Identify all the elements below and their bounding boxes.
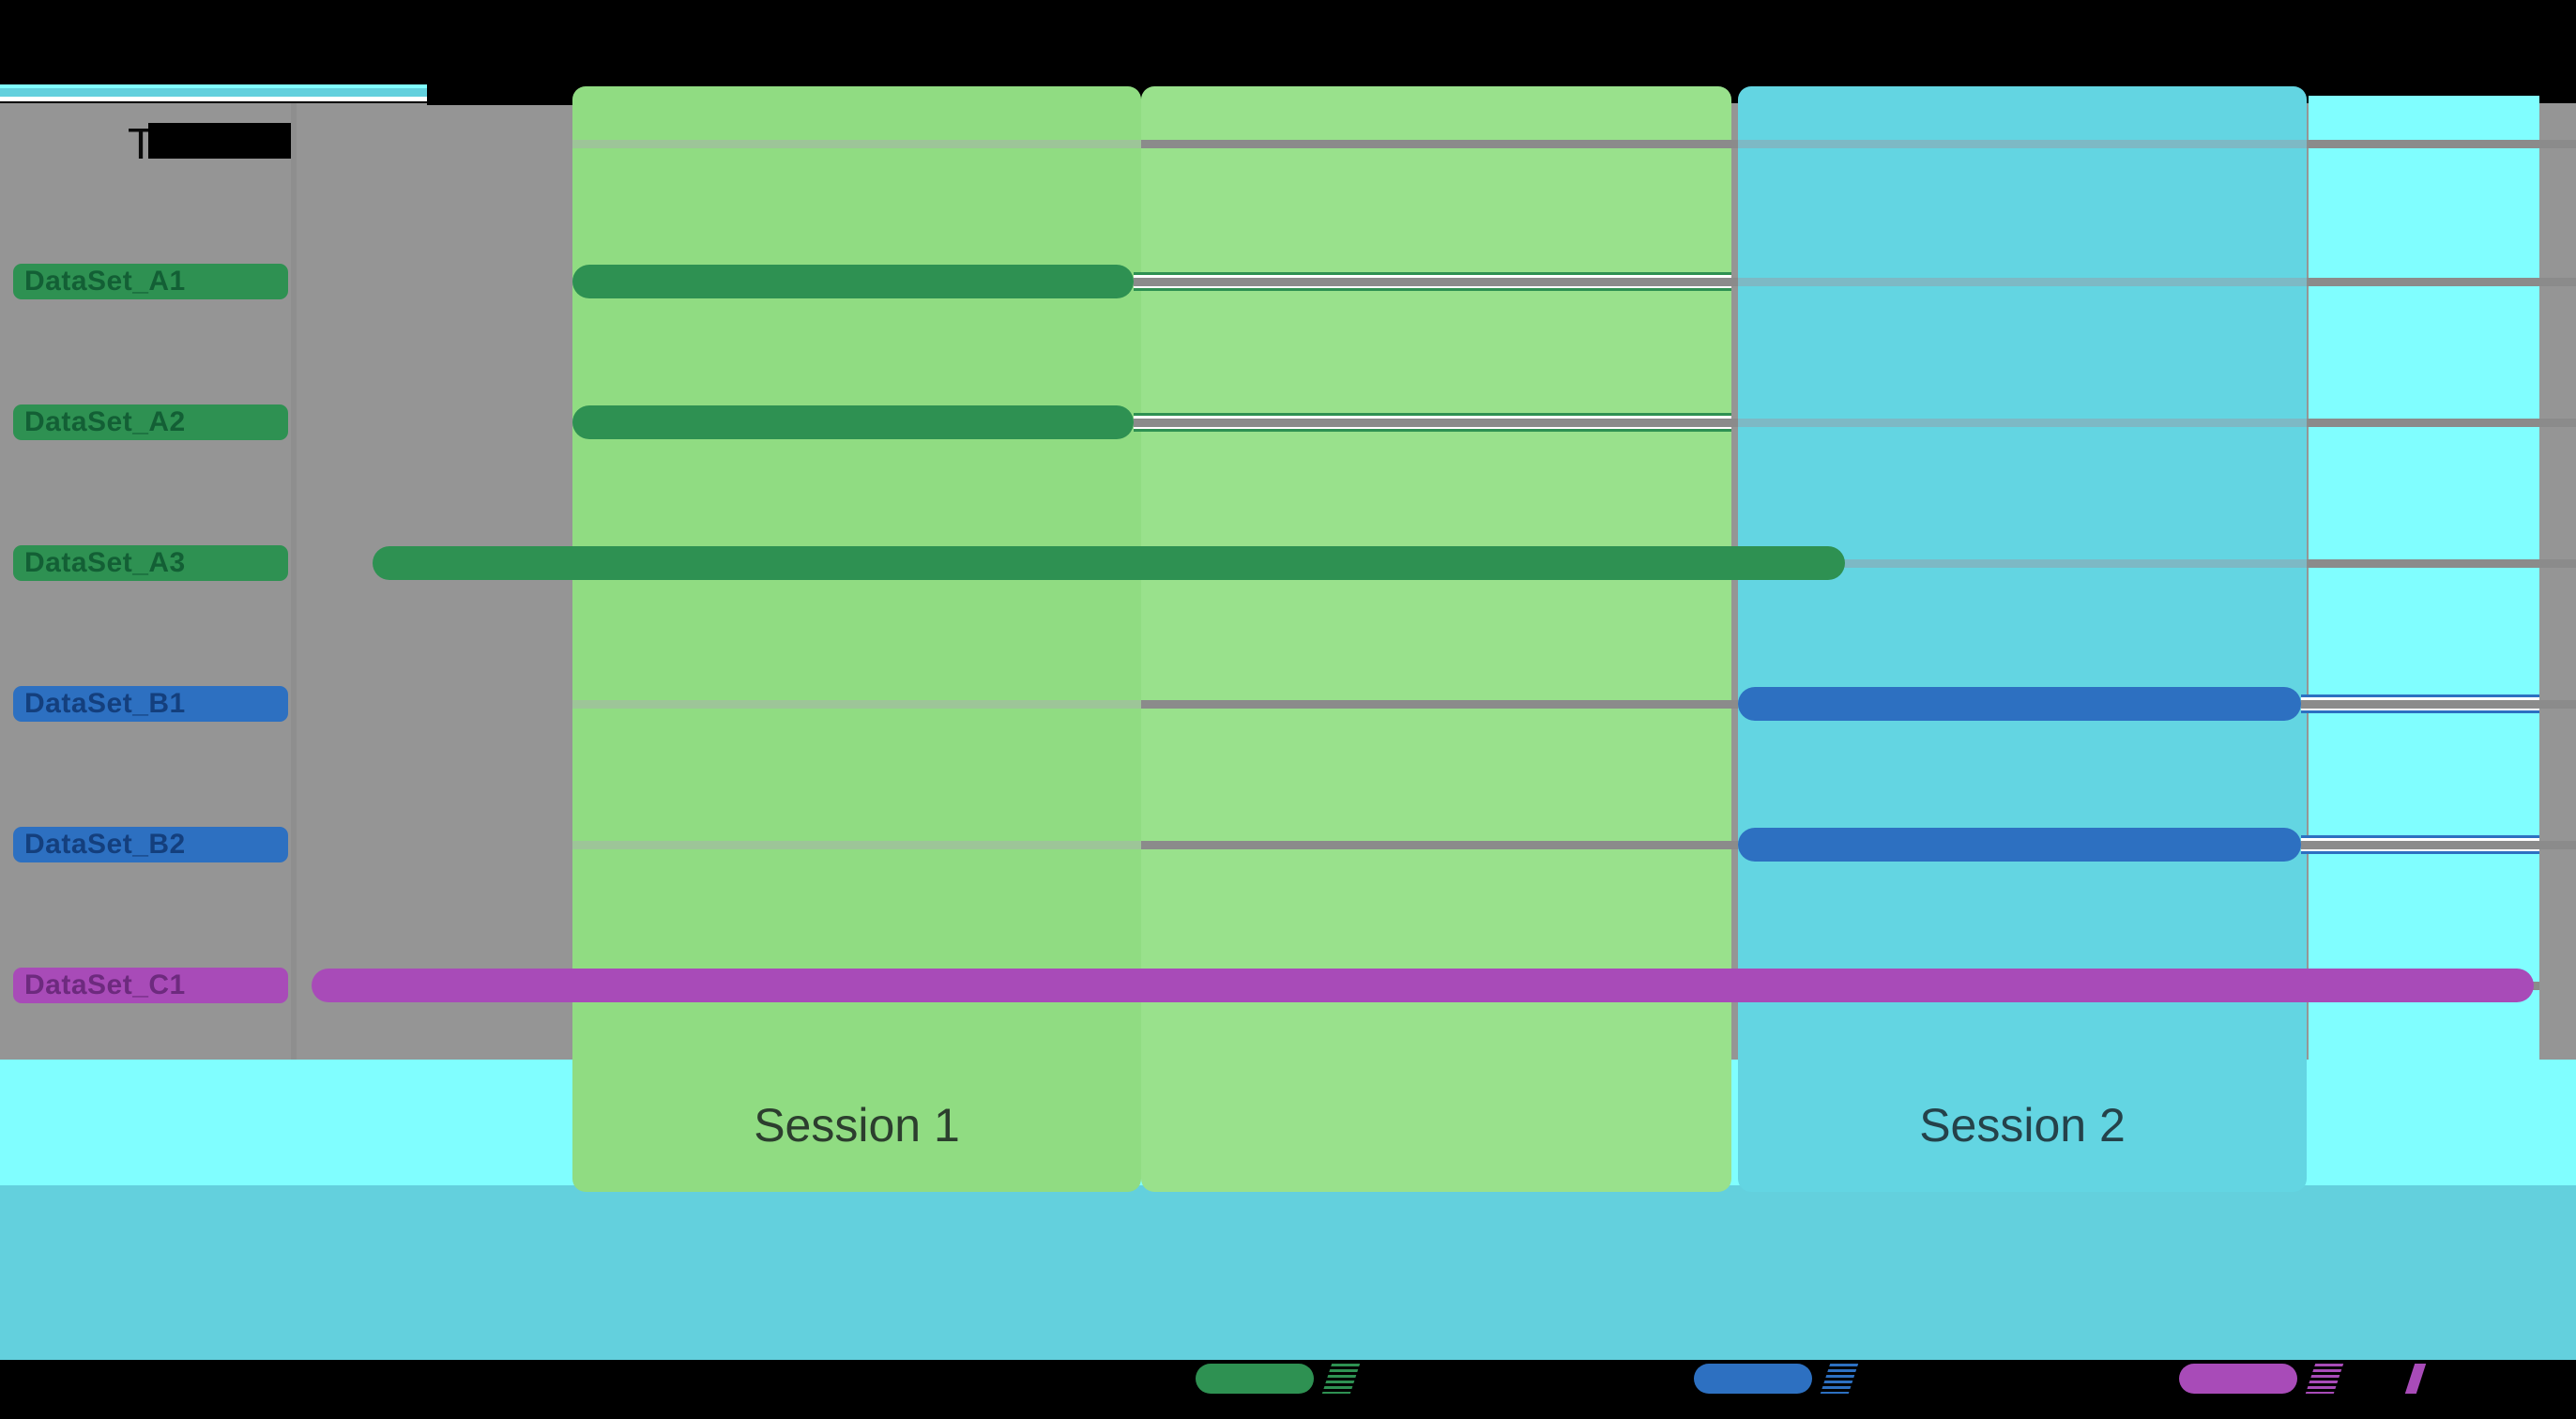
top-stripe-cyan [0, 88, 427, 97]
gridline [1738, 278, 2307, 286]
gridline [2307, 419, 2576, 427]
gridline [1738, 140, 2307, 148]
light-cyan-vertical-band [2309, 96, 2539, 1060]
gridline [2307, 278, 2576, 286]
top-stripe-light-cyan [0, 84, 427, 88]
header-black-band [0, 0, 2576, 84]
row-label-DataSet_A2: DataSet_A2 [13, 404, 288, 440]
timeline-thin-line-core [2301, 700, 2539, 709]
black-patch-above-right-strip [2539, 84, 2576, 103]
gantt-bar-DataSet_C1[interactable] [312, 969, 2534, 1002]
row-label-DataSet_A3: DataSet_A3 [13, 545, 288, 581]
legend-swatch-1[interactable] [1694, 1364, 1812, 1394]
legend-swatch-2[interactable] [2179, 1364, 2297, 1394]
gantt-bar-DataSet_A2[interactable] [572, 405, 1134, 439]
gridline [1141, 140, 1738, 148]
black-patch-gap-column [427, 84, 574, 105]
chart-title-redaction-box [148, 123, 291, 159]
gridline [2307, 140, 2576, 148]
row-label-DataSet_B1: DataSet_B1 [13, 686, 288, 722]
label-column-divider [291, 103, 297, 1060]
gantt-bar-DataSet_B2[interactable] [1738, 828, 2301, 862]
gridline [572, 700, 1141, 709]
gridline [1141, 841, 1738, 849]
gantt-bar-DataSet_A1[interactable] [572, 265, 1134, 298]
gridline [572, 140, 1141, 148]
gridline [2307, 559, 2576, 568]
gridline [1738, 419, 2307, 427]
timeline-thin-line-core [1134, 278, 1731, 286]
session2-label: Session 2 [1919, 1099, 2126, 1152]
gantt-bar-DataSet_A3[interactable] [373, 546, 1845, 580]
timeline-thin-line-core [1134, 419, 1731, 427]
bottom-strip-cyan [0, 1185, 2576, 1360]
gridline [1738, 559, 2307, 568]
legend-swatch-0[interactable] [1196, 1364, 1314, 1394]
row-label-DataSet_B2: DataSet_B2 [13, 827, 288, 862]
session1-label: Session 1 [754, 1099, 960, 1152]
session1-band-left [572, 86, 1141, 1192]
gantt-bar-DataSet_B1[interactable] [1738, 687, 2301, 721]
black-patch-above-light-band [2309, 84, 2539, 96]
row-label-DataSet_A1: DataSet_A1 [13, 264, 288, 299]
timeline-thin-line-core [2301, 841, 2539, 849]
session2-band [1738, 86, 2307, 1192]
top-stripe-white-line [0, 97, 427, 101]
row-label-DataSet_C1: DataSet_C1 [13, 968, 288, 1003]
gridline [1141, 700, 1738, 709]
gridline [572, 841, 1141, 849]
session1-band-right [1141, 86, 1731, 1192]
